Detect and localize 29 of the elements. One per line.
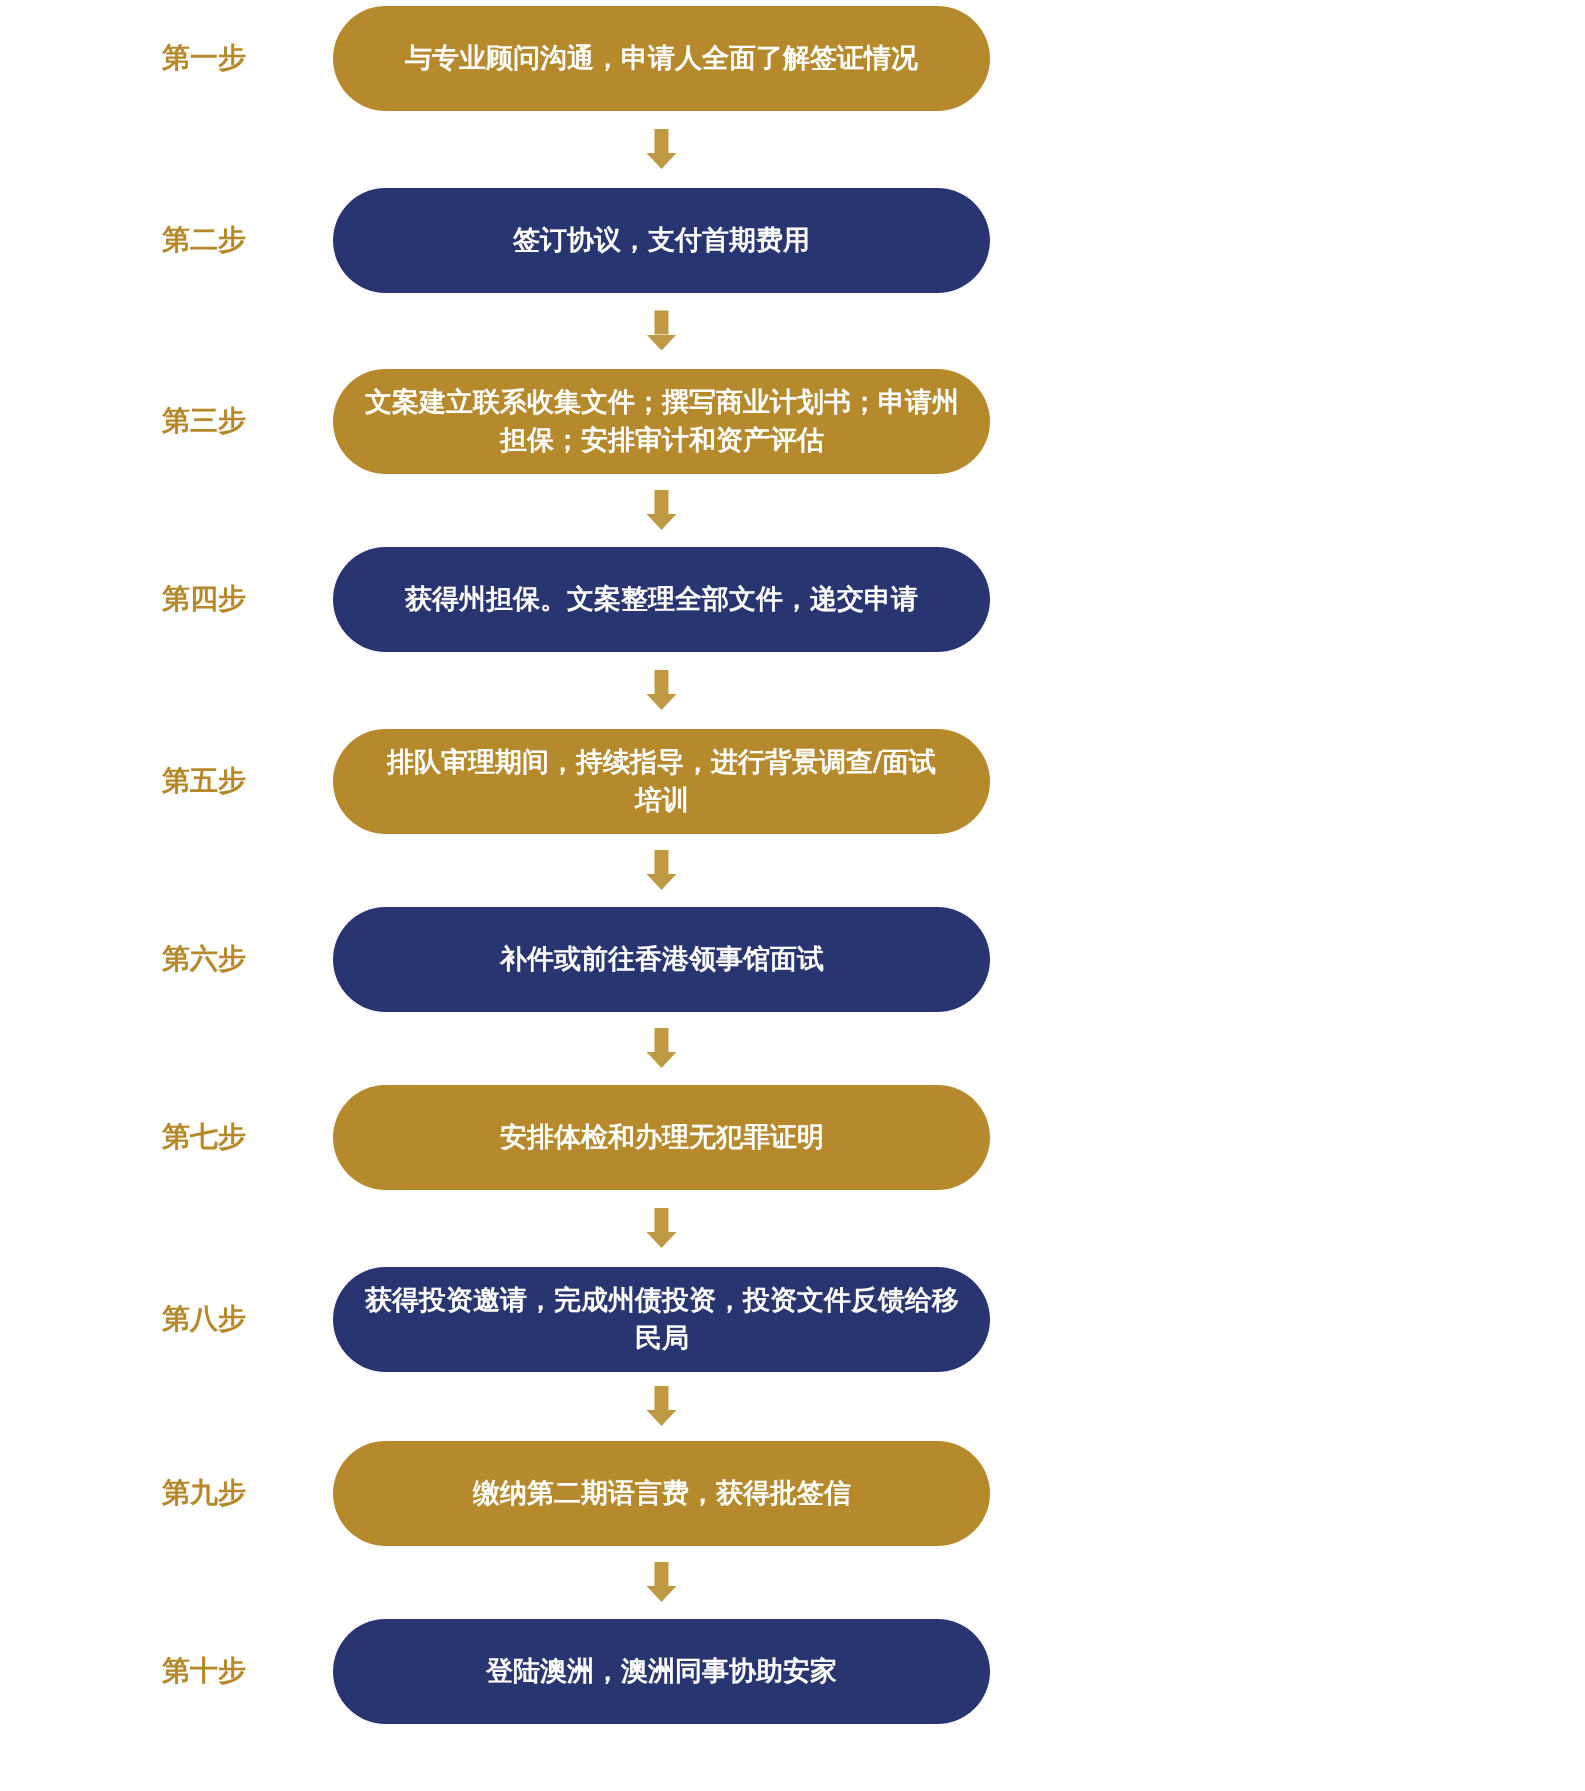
arrow bbox=[646, 1386, 677, 1426]
step-label: 第五步 bbox=[162, 763, 246, 799]
step-description: 获得州担保。文案整理全部文件，递交申请 bbox=[405, 582, 918, 616]
arrow bbox=[646, 670, 677, 710]
step-description: 缴纳第二期语言费，获得批签信 bbox=[472, 1476, 851, 1510]
arrow bbox=[646, 1208, 677, 1248]
step-description: 签订协议，支付首期费用 bbox=[513, 223, 810, 257]
step-label: 第九步 bbox=[162, 1475, 246, 1511]
step-label: 第二步 bbox=[162, 222, 246, 258]
step-description: 补件或前往香港领事馆面试 bbox=[499, 942, 824, 976]
arrow bbox=[646, 310, 677, 351]
step-label: 第三步 bbox=[162, 403, 246, 439]
step-description: 排队审理期间，持续指导，进行背景调查/面试培训 bbox=[385, 745, 938, 817]
arrow bbox=[646, 850, 677, 890]
arrow bbox=[646, 129, 677, 169]
arrow bbox=[646, 1562, 677, 1602]
step-description: 获得投资邀请，完成州债投资，投资文件反馈给移民局 bbox=[363, 1283, 960, 1355]
step-label: 第一步 bbox=[162, 40, 246, 76]
step-description: 与专业顾问沟通，申请人全面了解签证情况 bbox=[405, 41, 918, 75]
step-label: 第四步 bbox=[162, 581, 246, 617]
step-label: 第七步 bbox=[162, 1119, 246, 1155]
arrow bbox=[646, 490, 677, 530]
step-label: 第六步 bbox=[162, 941, 246, 977]
step-label: 第十步 bbox=[162, 1653, 246, 1689]
step-label: 第八步 bbox=[162, 1301, 246, 1337]
step-description: 安排体检和办理无犯罪证明 bbox=[499, 1120, 824, 1154]
step-description: 登陆澳洲，澳洲同事协助安家 bbox=[486, 1654, 837, 1688]
step-description: 文案建立联系收集文件；撰写商业计划书；申请州担保；安排审计和资产评估 bbox=[363, 385, 960, 457]
arrow bbox=[646, 1028, 677, 1068]
